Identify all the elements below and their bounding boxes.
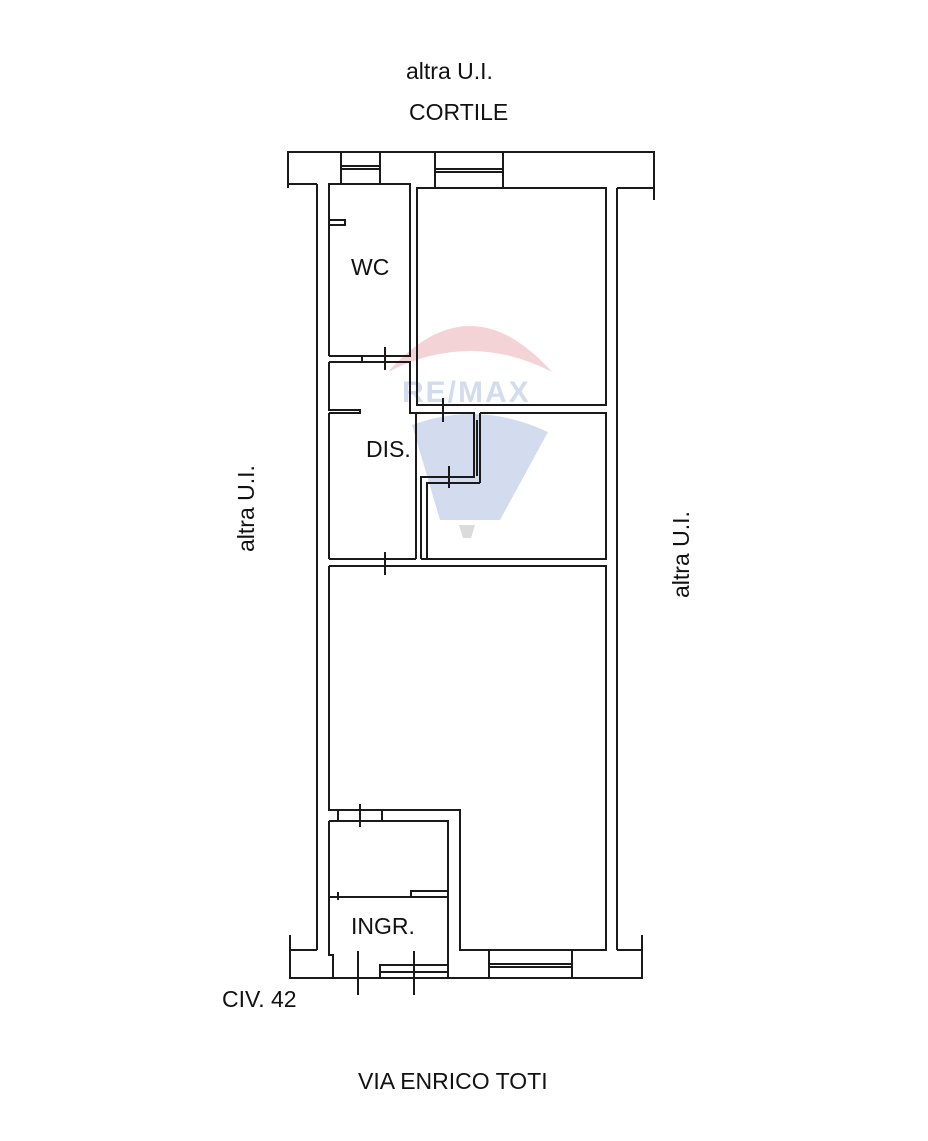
label-street: VIA ENRICO TOTI — [358, 1068, 548, 1094]
label-civic-number: CIV. 42 — [222, 986, 297, 1012]
remax-watermark: RE/MAX — [388, 326, 552, 538]
label-right-neighbor: altra U.I. — [668, 511, 694, 598]
label-left-neighbor: altra U.I. — [233, 465, 259, 552]
room-label-wc: WC — [351, 254, 390, 280]
balloon-top-red — [388, 326, 552, 372]
balloon-basket — [459, 525, 475, 538]
walls — [287, 151, 655, 995]
label-courtyard: CORTILE — [409, 99, 509, 125]
label-top-neighbor: altra U.I. — [406, 58, 493, 84]
room-label-ingr: INGR. — [351, 913, 415, 939]
room-label-dis: DIS. — [366, 436, 411, 462]
svg-text:RE/MAX: RE/MAX — [402, 376, 531, 409]
